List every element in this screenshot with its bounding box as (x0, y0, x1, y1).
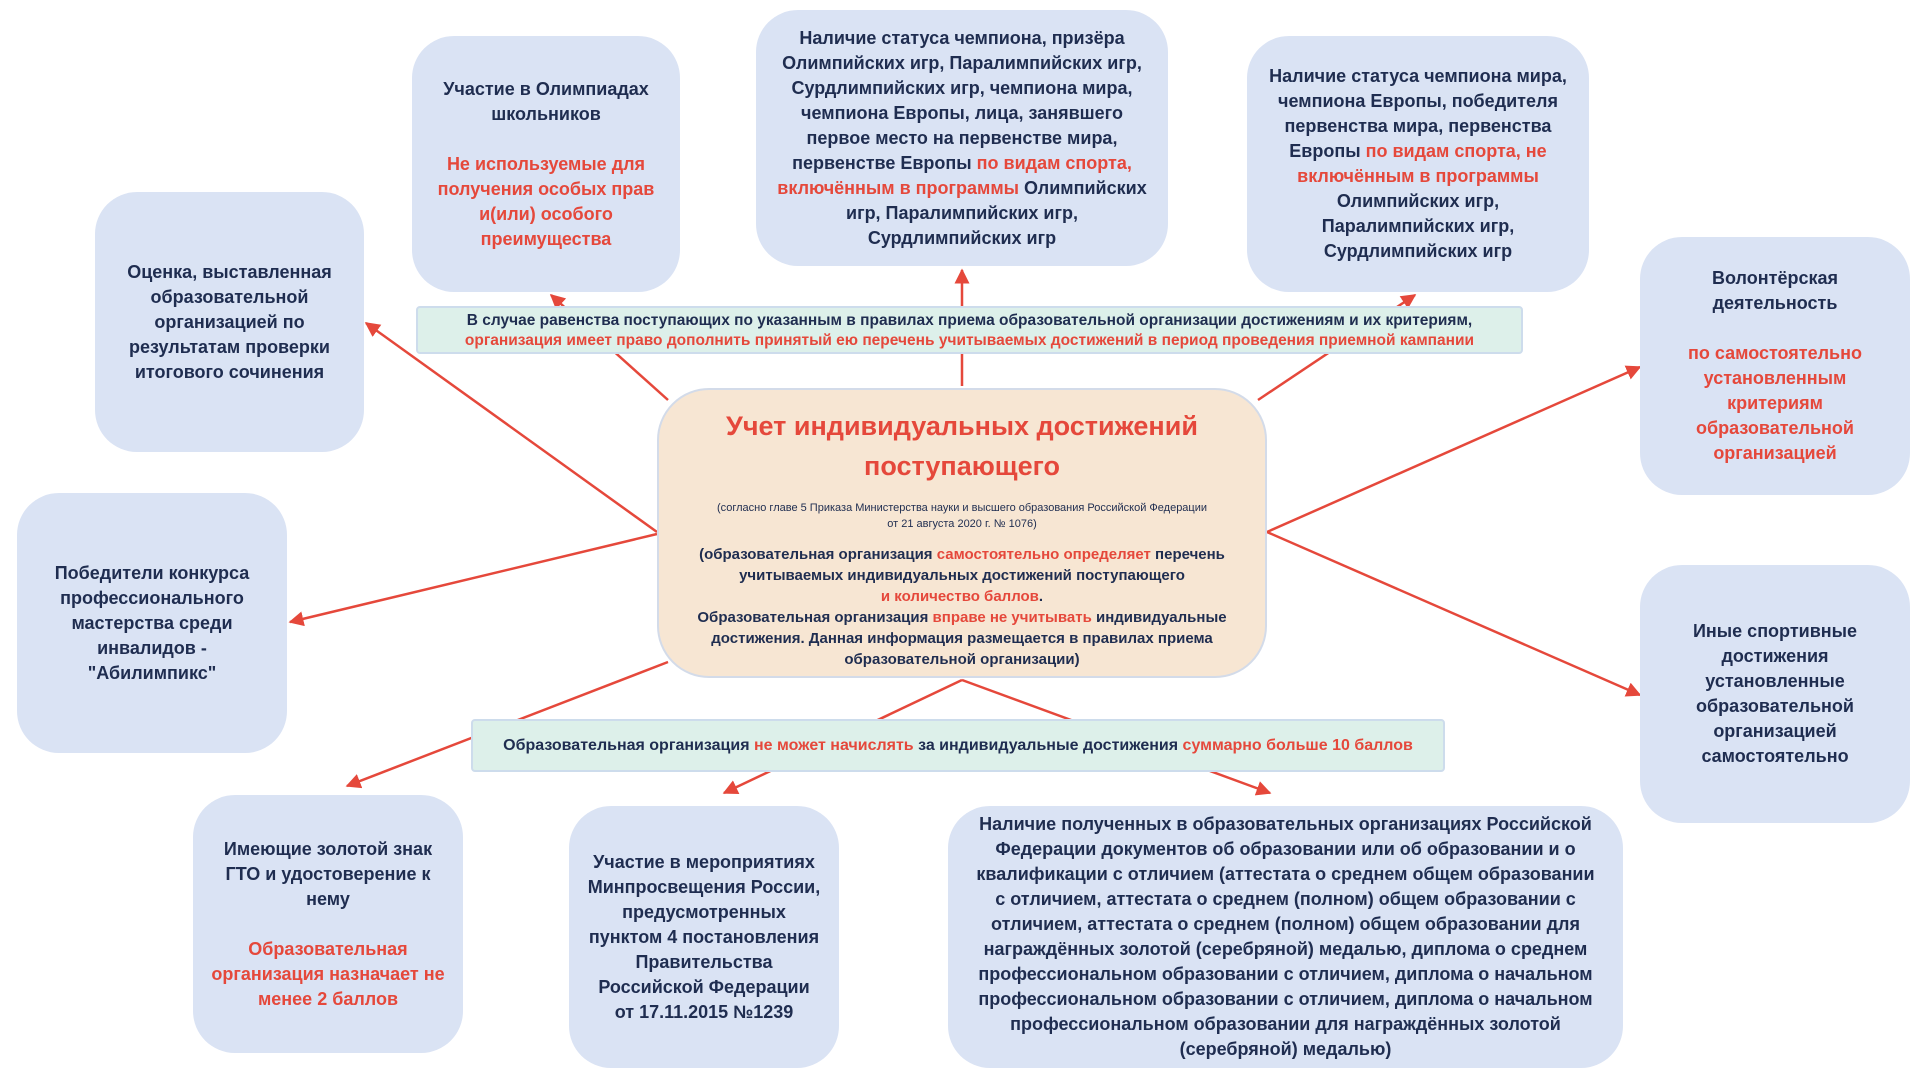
center-note-line-2: от 21 августа 2020 г. № 1076) (887, 518, 1037, 530)
volunteer-note: по самостоятельно установленным критерия… (1688, 343, 1862, 463)
champion-box: Наличие статуса чемпиона, призёра Олимпи… (756, 10, 1168, 266)
gto-box: Имеющие золотой знак ГТО и удостоверение… (193, 795, 463, 1053)
center-body-text: индивидуальные достижения. Данная информ… (711, 609, 1227, 668)
olympiad-box: Участие в Олимпиадах школьников Не испол… (412, 36, 680, 292)
center-note: (согласно главе 5 Приказа Министерства н… (689, 500, 1235, 532)
sports-box: Иные спортивные достижения установленные… (1640, 565, 1910, 823)
center-body-text: перечень учитываемых индивидуальных дост… (739, 546, 1225, 584)
max-points-note: Образовательная организация не может нач… (471, 719, 1445, 772)
arrow-sports (1266, 530, 1642, 697)
olympiad-title: Участие в Олимпиадах школьников (443, 78, 649, 124)
sports-text: Иные спортивные достижения установленные… (1692, 621, 1858, 766)
champion-text-red: по видам спорта, включённым в программы (777, 152, 1132, 198)
essay-box: Оценка, выставленная образовательной орг… (95, 192, 364, 452)
center-body-red: и количество баллов (880, 588, 1039, 605)
diploma-text: Наличие полученных в образовательных орг… (976, 814, 1595, 1059)
minpros-box: Участие в мероприятиях Минпросвещения Ро… (569, 806, 839, 1068)
champion-2-text-a: Наличие статуса чемпиона мира, чемпиона … (1269, 66, 1567, 161)
max-points-red: не может начислять (753, 737, 914, 754)
center-title: Учет индивидуальных достижений поступающ… (726, 411, 1198, 481)
center-body-text: (образовательная организация (699, 546, 937, 563)
minpros-text: Участие в мероприятиях Минпросвещения Ро… (587, 851, 821, 1022)
champion-2-text-red: по видам спорта, не включённым в програм… (1297, 141, 1547, 186)
max-points-red: суммарно больше 10 баллов (1182, 737, 1413, 754)
gto-note: Образовательная организация назначает не… (211, 938, 445, 1009)
abilympics-box: Победители конкурса профессионального ма… (17, 493, 287, 753)
equal-scores-line-1: В случае равенства поступающих по указан… (466, 312, 1473, 329)
olympiad-note: Не используемые для получения особых пра… (437, 153, 655, 249)
center-body: (образовательная организация самостоятел… (689, 544, 1235, 670)
arrow-volunteer (1266, 365, 1642, 534)
diploma-box: Наличие полученных в образовательных орг… (948, 806, 1623, 1068)
essay-text: Оценка, выставленная образовательной орг… (127, 261, 332, 382)
max-points-text: за индивидуальные достижения (913, 737, 1183, 754)
center-body-text: . (1038, 588, 1044, 605)
champion-2-box: Наличие статуса чемпиона мира, чемпиона … (1247, 36, 1589, 292)
abilympics-text: Победители конкурса профессионального ма… (54, 562, 250, 683)
center-note-line-1: (согласно главе 5 Приказа Министерства н… (716, 502, 1208, 514)
center-body-text: Образовательная организация (697, 609, 933, 626)
max-points-text: Образовательная организация (503, 737, 754, 754)
center-node: Учет индивидуальных достижений поступающ… (657, 388, 1267, 678)
arrow-essay (364, 321, 658, 534)
gto-title: Имеющие золотой знак ГТО и удостоверение… (223, 838, 433, 909)
volunteer-title: Волонтёрская деятельность (1712, 268, 1838, 313)
center-body-red: самостоятельно определяет (936, 546, 1151, 563)
champion-2-text-c: Олимпийских игр, Паралимпийских игр, Сур… (1321, 191, 1515, 261)
center-body-red: вправе не учитывать (932, 609, 1092, 626)
equal-scores-note: В случае равенства поступающих по указан… (416, 306, 1523, 354)
champion-text-c: Олимпийских игр, Паралимпийских игр, Сур… (846, 177, 1147, 248)
volunteer-box: Волонтёрская деятельность по самостоятел… (1640, 237, 1910, 495)
champion-text: Наличие статуса чемпиона, призёра Олимпи… (770, 26, 1154, 251)
champion-2-text: Наличие статуса чемпиона мира, чемпиона … (1261, 64, 1575, 264)
equal-scores-line-2: организация имеет право дополнить принят… (464, 332, 1475, 349)
arrow-abilympics (288, 532, 658, 627)
champion-text-a: Наличие статуса чемпиона, призёра Олимпи… (782, 27, 1142, 173)
